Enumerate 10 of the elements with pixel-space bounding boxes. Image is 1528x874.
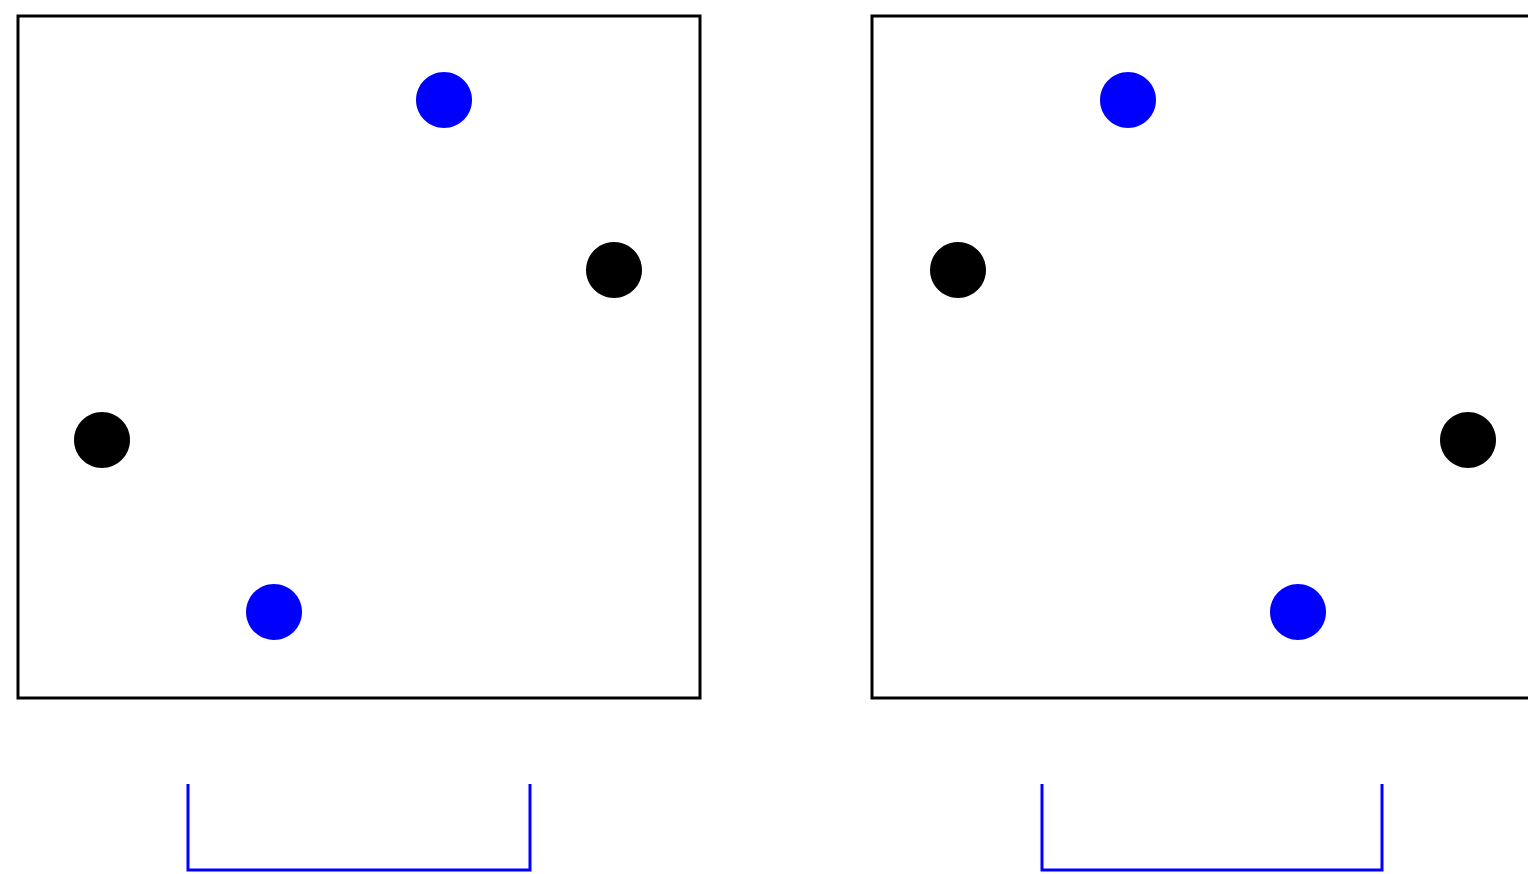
dot [1440,412,1496,468]
dot [586,242,642,298]
dot [1270,584,1326,640]
dot [246,584,302,640]
square-frame [870,14,1528,700]
dot [930,242,986,298]
dot [1100,72,1156,128]
dot [416,72,472,128]
dot [74,412,130,468]
square-frame [16,14,702,700]
